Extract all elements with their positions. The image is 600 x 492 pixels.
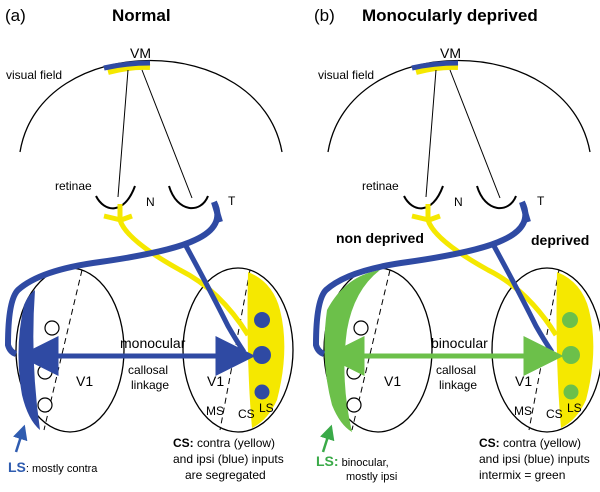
ls-label: LS [259, 401, 274, 415]
projection-line [425, 69, 437, 198]
right-retina [168, 185, 209, 210]
ipsi-blue-pathway [312, 200, 529, 357]
panel-b-title: Monocularly deprived [362, 6, 538, 25]
cs-caption-text-1: contra (yellow) [500, 436, 581, 450]
temporal-label: T [228, 194, 236, 208]
cs-caption-line-1: CS: contra (yellow) [173, 436, 275, 450]
intermix-green-patch [562, 312, 578, 328]
ls-caption-text-1: binocular, [339, 457, 389, 469]
vm-label: VM [440, 45, 461, 61]
vm-blue-segment [103, 60, 151, 71]
cs-caption-text-1: contra (yellow) [194, 436, 275, 450]
ipsi-blue-pathway [4, 200, 221, 357]
callosal-label: callosal [128, 363, 168, 377]
linkage-label: linkage [439, 378, 477, 392]
vm-label: VM [130, 45, 151, 61]
retinae-label: retinae [362, 179, 399, 193]
ipsi-blue-patch [254, 312, 270, 328]
visual-field-label: visual field [318, 68, 374, 82]
retinae-label: retinae [55, 179, 92, 193]
cs-caption-line-2: and ipsi (blue) inputs [173, 452, 284, 466]
cs-caption-line-3: intermix = green [479, 468, 565, 482]
vm-yellow-segment [107, 63, 151, 75]
binocular-label: binocular [431, 335, 488, 351]
visual-field-arc [327, 59, 591, 153]
projection-line [117, 69, 129, 198]
left-retina [95, 185, 136, 210]
ipsi-blue-pathway [211, 201, 223, 223]
panel-a-letter: (a) [5, 6, 26, 25]
ls-intermix-zone [324, 270, 380, 432]
ipsi-blue-patch [253, 346, 271, 364]
contra-yellow-pathway [117, 204, 251, 337]
v1-right-label: V1 [207, 373, 224, 389]
ls-caption-line-1: LS: binocular, [316, 453, 389, 469]
cs-caption-line-3: are segregated [185, 468, 266, 482]
open-circle [346, 364, 362, 380]
panel-b-letter: (b) [314, 6, 335, 25]
ms-label: MS [514, 404, 532, 418]
cs-caption-key: CS: [479, 436, 500, 450]
cs-caption-line-2: and ipsi (blue) inputs [479, 452, 590, 466]
open-circle [346, 397, 362, 413]
temporal-label: T [537, 194, 545, 208]
visual-field-arc [19, 59, 283, 153]
v1-left-label: V1 [76, 373, 93, 389]
ls-caption-text: : mostly contra [26, 463, 98, 475]
open-circle [37, 397, 53, 413]
intermix-green-patch [563, 384, 579, 400]
vm-blue-segment [411, 60, 459, 71]
panel-b: (b) Monocularly deprived VM visual field… [312, 6, 600, 483]
cs-label: CS [546, 407, 563, 421]
cs-label: CS [238, 407, 255, 421]
cs-caption-line-1: CS: contra (yellow) [479, 436, 581, 450]
projection-line [449, 69, 501, 199]
ms-label: MS [206, 404, 224, 418]
ipsi-blue-patch [254, 384, 270, 400]
cs-caption-key: CS: [173, 436, 194, 450]
ls-caption: LS: mostly contra [8, 459, 98, 475]
v1-left-label: V1 [384, 373, 401, 389]
left-retina [403, 185, 444, 210]
ls-caption-key: LS [8, 459, 26, 475]
vm-yellow-segment [415, 63, 459, 75]
projection-line [141, 69, 193, 199]
contra-yellow-pathway [103, 213, 133, 223]
panel-a-title: Normal [112, 6, 171, 25]
ls-caption-line-2: mostly ipsi [346, 471, 397, 483]
deprived-label: deprived [531, 232, 589, 248]
linkage-label: linkage [131, 378, 169, 392]
right-retina [476, 185, 517, 210]
visual-field-label: visual field [6, 68, 62, 82]
v1-right-label: V1 [515, 373, 532, 389]
contra-yellow-pathway [411, 213, 441, 223]
ls-pointer-arrow [320, 424, 335, 453]
ipsi-blue-pathway [519, 201, 531, 223]
ls-pointer-arrow [13, 424, 28, 453]
intermix-green-patch [562, 346, 580, 364]
nasal-label: N [454, 195, 463, 209]
monocular-label: monocular [120, 335, 186, 351]
callosal-label: callosal [436, 363, 476, 377]
open-circle [44, 320, 60, 336]
open-circle [353, 320, 369, 336]
contra-yellow-pathway [425, 204, 559, 337]
nasal-label: N [146, 195, 155, 209]
non-deprived-label: non deprived [336, 230, 424, 246]
ls-caption-key: LS: [316, 453, 339, 469]
ls-label: LS [567, 401, 582, 415]
panel-a: (a) Normal VM visual field retinae N T [4, 6, 294, 482]
open-circle [37, 364, 53, 380]
